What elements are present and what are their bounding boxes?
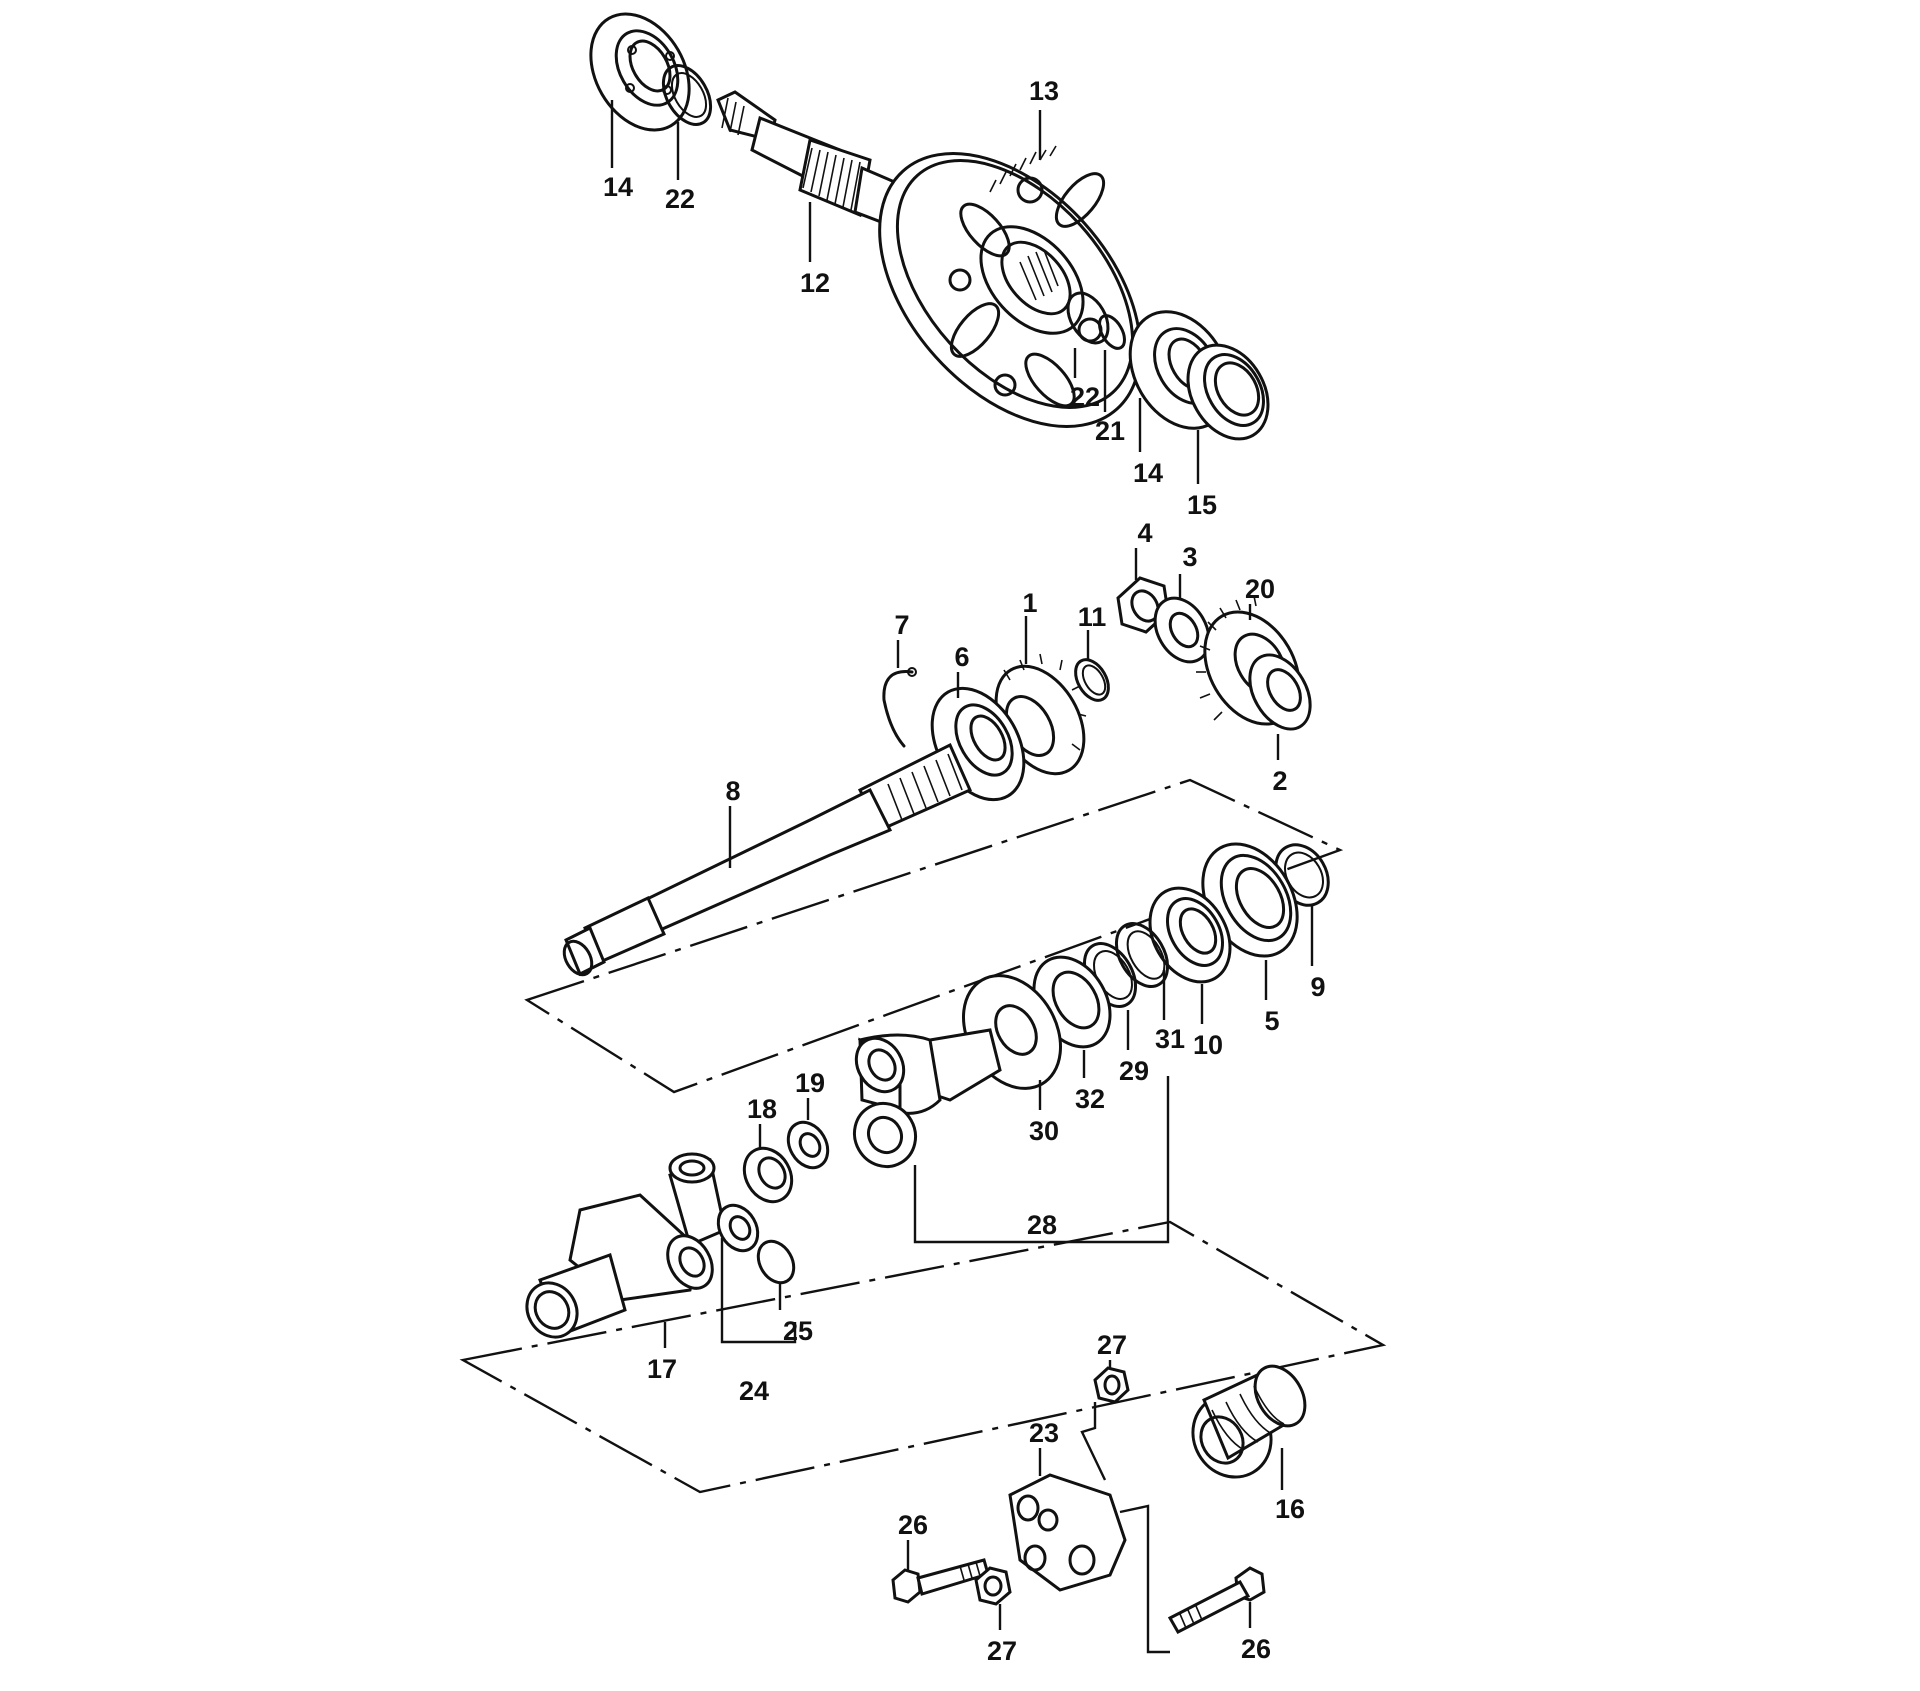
callout-13: 13	[1029, 76, 1059, 106]
yoke-17	[525, 1193, 714, 1339]
bearing-cup-18	[742, 1146, 794, 1204]
callout-28: 28	[1027, 1210, 1057, 1240]
callout-21: 21	[1095, 416, 1125, 446]
ring-gear-13	[878, 145, 1142, 428]
snap-ring-22-mid	[1066, 291, 1110, 345]
callout-27-bottom: 27	[987, 1636, 1017, 1666]
callout-labels: 14 22 13 12 22 21 14 15 4 3 20 7 1 11 6 …	[603, 76, 1326, 1666]
callout-5: 5	[1264, 1006, 1279, 1036]
callout-10: 10	[1193, 1030, 1223, 1060]
phantom-box-lower	[459, 1220, 1387, 1494]
callout-4: 4	[1137, 518, 1152, 548]
callout-14-top: 14	[603, 172, 633, 202]
callout-18: 18	[747, 1094, 777, 1124]
callout-14-mid: 14	[1133, 458, 1163, 488]
nut-27-top	[1093, 1366, 1130, 1404]
leader-lines	[610, 100, 1314, 1654]
phantom-box-upper	[524, 778, 1344, 1094]
callout-22-top: 22	[665, 184, 695, 214]
callout-19: 19	[795, 1068, 825, 1098]
snap-ring-21	[1098, 314, 1126, 350]
callout-29: 29	[1119, 1056, 1149, 1086]
washer-3	[1153, 596, 1211, 664]
callout-22-mid: 22	[1070, 382, 1100, 412]
nut-27-bottom	[974, 1566, 1012, 1606]
callout-27-top: 27	[1097, 1330, 1127, 1360]
seal-15	[1186, 343, 1270, 441]
callout-17: 17	[647, 1354, 677, 1384]
bearing-10	[1148, 886, 1232, 984]
snap-ring-22-top	[661, 64, 713, 126]
callout-6: 6	[954, 642, 969, 672]
axle-shaft-8	[562, 742, 972, 977]
boot-16	[1191, 1364, 1307, 1479]
callout-9: 9	[1310, 972, 1325, 1002]
snap-ring-11	[1074, 658, 1110, 702]
bolt-26-left	[891, 1558, 990, 1604]
callout-26-right: 26	[1241, 1634, 1271, 1664]
callout-31: 31	[1155, 1024, 1185, 1054]
callout-1: 1	[1022, 588, 1037, 618]
callout-30: 30	[1029, 1116, 1059, 1146]
mount-bracket-23	[1008, 1473, 1127, 1592]
bolt-26-right	[1167, 1566, 1266, 1634]
circlip-25	[756, 1239, 796, 1285]
callout-16: 16	[1275, 1494, 1305, 1524]
circlip-7	[882, 667, 917, 748]
callout-15: 15	[1187, 490, 1217, 520]
callout-23: 23	[1029, 1418, 1059, 1448]
callout-26-left: 26	[898, 1510, 928, 1540]
washer-19	[786, 1120, 830, 1170]
callout-20: 20	[1245, 574, 1275, 604]
callout-2: 2	[1272, 766, 1287, 796]
callout-25: 25	[783, 1316, 813, 1346]
callout-7: 7	[894, 610, 909, 640]
callout-12: 12	[800, 268, 830, 298]
universal-joint-24	[668, 1152, 760, 1253]
callout-24: 24	[739, 1376, 769, 1406]
ring-31	[1114, 922, 1170, 988]
callout-32: 32	[1075, 1084, 1105, 1114]
washer-2	[1248, 653, 1312, 731]
callout-8: 8	[725, 776, 740, 806]
yoke-assembly-28	[852, 1028, 1002, 1169]
callout-11: 11	[1078, 602, 1107, 632]
callout-3: 3	[1182, 542, 1197, 572]
